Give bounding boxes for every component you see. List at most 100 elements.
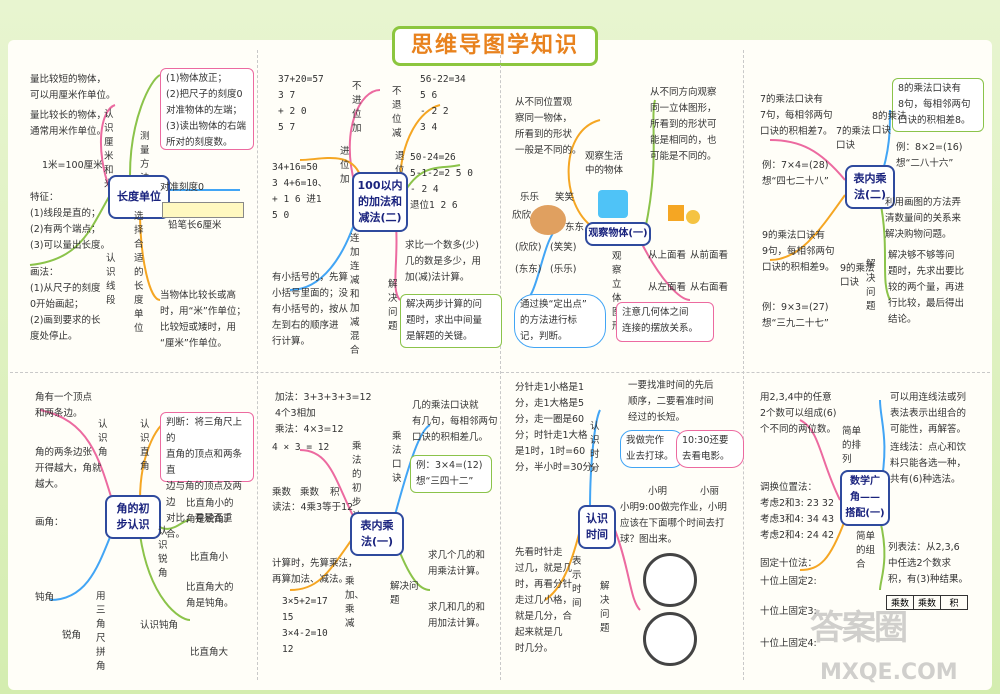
divider [743, 50, 744, 680]
branch-label: 进位加 [340, 146, 350, 185]
text-block: 利用画图的方法弄 清数量间的关系来 解决购物问题。 [885, 197, 962, 240]
branch-label: 认识角 [98, 419, 108, 458]
table-header: 积 [949, 599, 959, 609]
ball-shape [686, 210, 700, 224]
table-header: 乘数 [914, 596, 941, 609]
branch-label: 表示时间 [572, 556, 582, 609]
name-label: 乐乐 [520, 192, 540, 203]
mul-label: 乘数 [272, 487, 292, 498]
branch-label: 9的乘法口诀 [840, 263, 875, 288]
branch-label: 观察生活中的物体 [585, 151, 624, 176]
text-block: 列表法：从2,3,6 中任选2个数求 积，有(3)种结果。 [888, 542, 968, 585]
text-block: 例：7×4=(28) 想“四七二十八” [762, 160, 829, 187]
text-block: 画角： [35, 517, 64, 528]
text-block: 7的乘法口诀有 7句，每相邻两句 口诀的积相差7。 [760, 94, 833, 137]
branch-label: 不进位加 [352, 81, 362, 134]
text-block: 求几个几的和 用乘法计算。 [428, 550, 486, 577]
branch-label: 认识锐角 [158, 526, 168, 579]
branch-label: 简单的组合 [856, 531, 876, 570]
object-illustration [598, 190, 628, 218]
text-block: 例：9×3=(27) 想“三九二十七” [762, 302, 829, 329]
branch-label: 7的乘法口诀 [836, 126, 871, 151]
tag: (笑笑) [550, 242, 577, 253]
view-label: 从上面看 [648, 250, 687, 261]
cube-shape [668, 205, 684, 221]
text-block: 加法：3+3+3+3=12 4个3相加 乘法：4×3=12 [275, 392, 372, 435]
branch-label: 8的乘法口诀 [872, 111, 907, 136]
text-block: 用2,3,4中的任意 2个数可以组成(6) 个不同的两位数。 [760, 392, 837, 435]
divider [500, 50, 501, 680]
text-block: 几的乘法口诀就 有几句，每相邻两句 口诀的积相差几。 [412, 400, 498, 443]
center-node-add-sub: 100以内 的加法和 减法(二) [352, 172, 408, 232]
ruler-note: 对准刻度0 [160, 182, 205, 193]
name-label: 小明 [648, 486, 668, 497]
name-label: 东东 [565, 222, 585, 233]
divider [257, 50, 258, 680]
tip-box: 例：3×4=(12) 想“三四十二” [410, 455, 492, 493]
text-block: 锐角 [62, 630, 82, 641]
mul-label: 乘数 [300, 487, 320, 498]
text-block: 调换位置法： 考虑2和3: 23 32 考虑3和4: 34 43 考虑2和4: … [760, 482, 835, 541]
center-node-length: 长度单位 [108, 175, 170, 219]
tip-box: 判断：将三角尺上的 直角的顶点和两条直 边与角的顶点及两边 对比，看是否重合。 [160, 412, 254, 540]
branch-label: 解决问题 [600, 581, 610, 634]
mul-line: 4 × 3 = 12 [272, 442, 330, 453]
text-block: 比直角小 [190, 552, 229, 563]
branch-label: 乘法口诀 [392, 431, 402, 484]
branch-label: 解决问题 [866, 259, 876, 312]
page-title: 思维导图学知识 [392, 26, 598, 66]
center-node-arrange: 数学广 角—— 搭配(一) [840, 470, 890, 526]
center-node-observe: 观察物体(一) [585, 222, 651, 246]
branch-label: 简单的排列 [842, 426, 862, 465]
text-block: 画法： (1)从尺子的刻度 0开始画起； (2)画到要求的长 度处停止。 [30, 267, 101, 342]
text-block: 十位上固定4: [760, 638, 817, 649]
branch-label: 认识直角 [140, 419, 150, 472]
tip-box: 解决两步计算的问 题时，求出中间量 是解题的关键。 [400, 294, 502, 348]
text-block: 比直角大 [190, 647, 229, 658]
name-label: 小丽 [700, 486, 720, 497]
text-block: 求比一个数多(少) 几的数是多少，用 加(减)法计算。 [405, 240, 482, 283]
clock-icon [643, 553, 697, 607]
text-block: 解决够不够等问 题时，先求出要比 较的两个量，再进 行比较，最后得出 结论。 [888, 250, 965, 325]
text-block: 角的两条边张 开得越大，角就 越大。 [35, 447, 102, 490]
measure-box: (1)物体放正； (2)把尺子的刻度0 对准物体的左端； (3)读出物体的右端 … [160, 68, 254, 150]
tag: (东东) [515, 264, 542, 275]
text-block: 求几和几的和 用加法计算。 [428, 602, 486, 629]
calc-block: 34+16=50 3 4+6=10、 + 1 6 进1 5 0 [272, 162, 328, 221]
branch-label: 不退位减 [392, 86, 402, 139]
text-block: 9的乘法口诀有 9句，每相邻两句 口诀的积相差9。 [762, 230, 835, 273]
text-block: 比直角大的 角是钝角。 [186, 582, 234, 609]
text-block: 量比较短的物体， 可以用厘米作单位。 [30, 74, 116, 101]
speech-bubble: 10:30还要 去看电影。 [676, 430, 744, 468]
tip-box: 注意几何体之间 连接的摆放关系。 [616, 302, 714, 342]
text-block: 先看时针走 过几，就是几 时，再看分针 走过几小格， 就是几分，合 起来就是几 … [515, 547, 573, 654]
watermark-logo: 答案圈 [810, 608, 908, 648]
tip-box: 8的乘法口诀有 8句，每相邻两句 口诀的积相差8。 [892, 78, 984, 132]
text-block: 从不同位置观 察同一物体， 所看到的形状 一般是不同的。 [515, 97, 582, 156]
divider [10, 372, 990, 373]
text-block: 当物体比较长或高 时，用“米”作单位； 比较短或矮时，用 “厘米”作单位。 [160, 290, 246, 349]
view-label: 从前面看 [690, 250, 729, 261]
ruler-caption: 铅笔长6厘米 [168, 220, 222, 231]
tag: (乐乐) [550, 264, 577, 275]
branch-label: 乘加、乘减 [345, 576, 365, 629]
calc-block: 3×5+2=17 15 3×4-2=10 12 [282, 596, 328, 655]
text-block: 一要找准时间的先后 顺序，二要看准时间 经过的长短。 [628, 380, 714, 423]
text-block: 比直角小的 角是锐角。 [186, 498, 234, 525]
text-block: 1米=100厘米 [42, 160, 103, 171]
text-block: 钝角 [35, 592, 55, 603]
branch-label: 解决问题 [388, 279, 398, 332]
tip-bubble: 通过换“定出点” 的方法进行标 记，判断。 [514, 294, 606, 348]
branch-label: 选择合适的长度单位 [134, 211, 144, 334]
text-block: 十位上固定3: [760, 606, 817, 617]
branch-label: 用三角尺拼角 [96, 591, 106, 672]
text-block: 计算时，先算乘法， 再算加法、减法。 [272, 558, 358, 585]
table-header: 乘数 [887, 596, 914, 609]
clock-icon [643, 612, 697, 666]
text-block: 十位上固定2: [760, 576, 817, 587]
watermark-url: MXQE.COM [820, 660, 958, 685]
ruler [162, 202, 244, 218]
branch-label: 连加连减和加减混合 [350, 233, 360, 356]
